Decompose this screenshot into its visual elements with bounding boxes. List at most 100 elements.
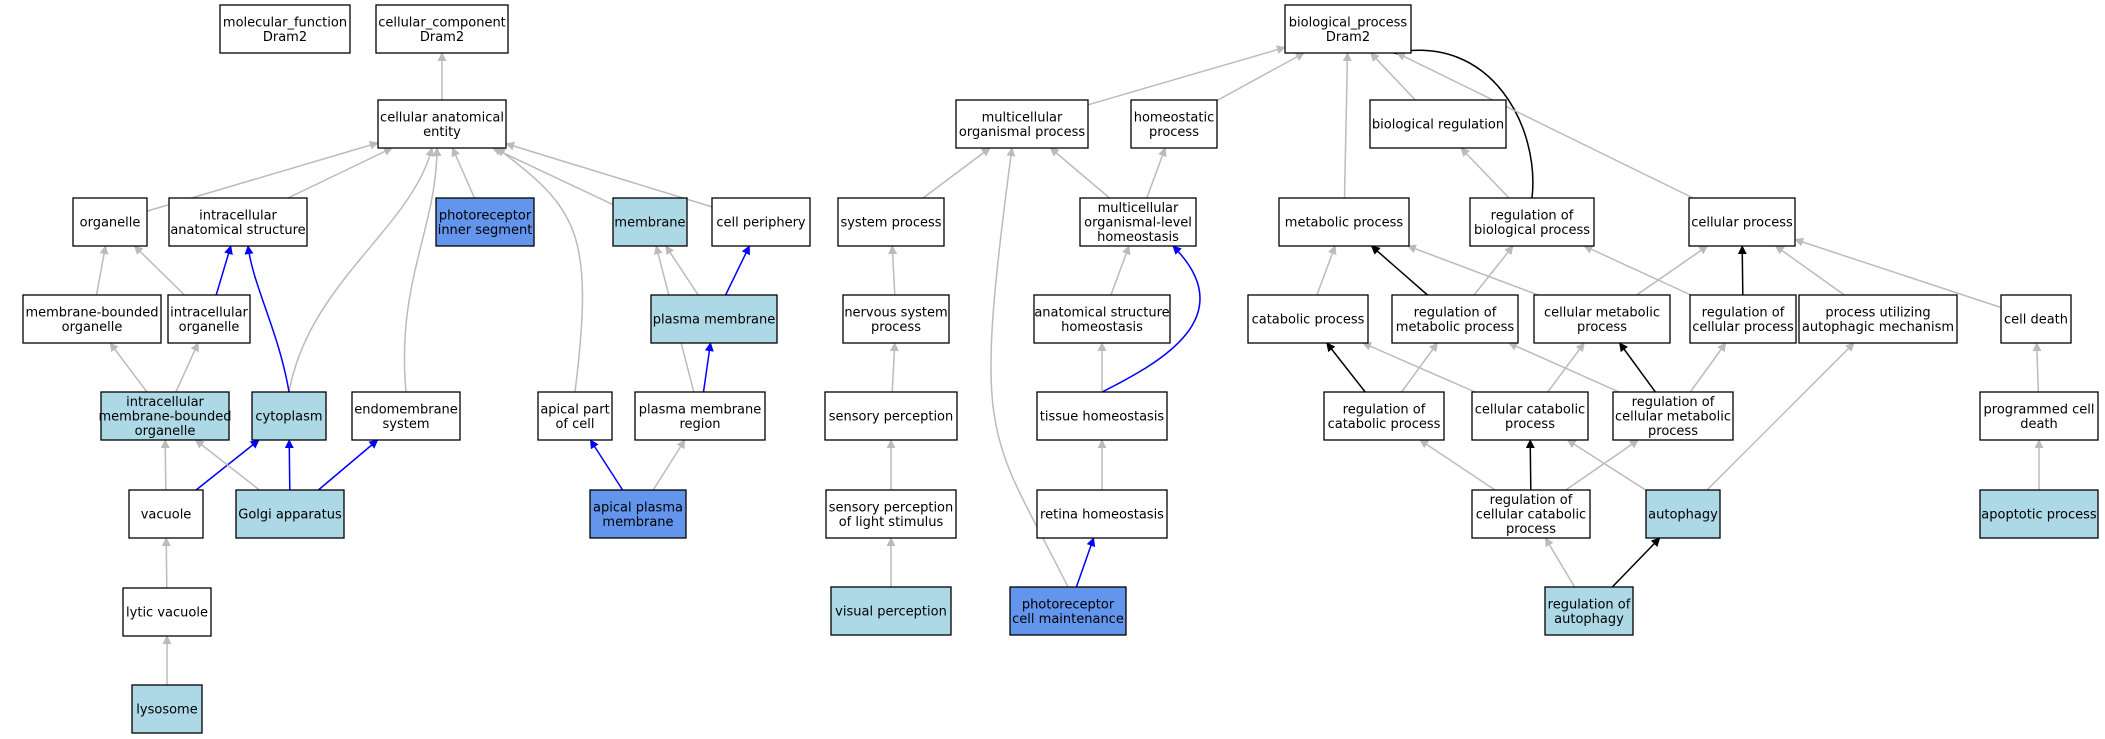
edge-endo-to-cae: [403, 147, 442, 393]
node-box: [1689, 294, 1797, 344]
edge-line: [1544, 537, 1576, 588]
node-label: photoreceptor: [1022, 597, 1115, 612]
edge-imbo-to-io: [175, 342, 199, 393]
edge-line: [1049, 147, 1111, 199]
node-box: [128, 489, 204, 539]
node-box: [1079, 197, 1197, 247]
node-label: process: [1149, 125, 1199, 140]
node-label: death: [2020, 417, 2058, 432]
node-box: [612, 197, 688, 247]
node-label: homeostasis: [1061, 320, 1143, 335]
edge-line: [1611, 537, 1661, 588]
node-label: regulation of: [1702, 305, 1785, 320]
node-label: process: [1505, 417, 1555, 432]
edge-mbo-to-organelle: [95, 245, 109, 296]
node-label: endomembrane: [354, 402, 458, 417]
node-label: tissue homeostasis: [1040, 410, 1165, 425]
node-label: biological_process: [1289, 15, 1408, 30]
node-box: [167, 294, 251, 344]
edge-line: [1547, 342, 1585, 393]
node-label: cellular catabolic: [1475, 402, 1585, 417]
node-box: [830, 586, 952, 636]
node-membrane: membrane: [612, 197, 688, 247]
node-box: [650, 294, 778, 344]
node-label: regulation of: [1414, 305, 1497, 320]
edge-line: [1508, 342, 1620, 393]
edge-golgi-to-imbo: [194, 439, 260, 491]
edge-line: [1101, 245, 1201, 393]
node-label: organelle: [179, 320, 240, 335]
node-label: cellular process: [1691, 216, 1793, 231]
node-label: process: [1506, 522, 1556, 537]
node-label: region: [679, 417, 720, 432]
edge-vacuole-to-imbo: [160, 439, 170, 491]
edge-line: [1565, 439, 1639, 491]
node-box: [1688, 197, 1796, 247]
edge-catp-to-metp: [1316, 245, 1337, 296]
node-autophagy: autophagy: [1645, 489, 1721, 539]
edge-golgi-to-cytoplasm: [284, 439, 294, 491]
node-box: [2000, 294, 2072, 344]
node-box: [837, 197, 945, 247]
node-cytoplasm: cytoplasm: [251, 391, 327, 441]
node-label: anatomical structure: [1034, 305, 1169, 320]
edge-line: [1110, 245, 1131, 296]
node-box: [1979, 391, 2099, 441]
node-label: cell death: [2004, 313, 2068, 328]
node-label: regulation of: [1491, 208, 1574, 223]
node-cellp: cellular process: [1688, 197, 1796, 247]
node-label: Dram2: [1326, 30, 1370, 45]
node-box: [1284, 4, 1412, 54]
edge-pcd-to-cdeath: [2032, 342, 2042, 393]
edge-line: [1396, 52, 1694, 199]
node-label: sensory perception: [829, 410, 954, 425]
edge-line: [888, 245, 898, 296]
node-label: organelle: [80, 216, 141, 231]
edge-lytic-to-vacuole: [161, 537, 171, 589]
edge-line: [1216, 52, 1305, 102]
edge-rcp-to-rbp: [1583, 245, 1692, 296]
node-cdeath: cell death: [2000, 294, 2072, 344]
node-box: [1247, 294, 1369, 344]
node-label: metabolic process: [1396, 320, 1515, 335]
node-label: nervous system: [844, 305, 947, 320]
node-box: [1009, 586, 1127, 636]
node-label: intracellular: [170, 305, 248, 320]
node-box: [1471, 391, 1589, 441]
node-label: membrane: [602, 515, 673, 530]
node-label: process utilizing: [1825, 305, 1930, 320]
node-label: cellular metabolic: [1544, 305, 1660, 320]
node-label: process: [1577, 320, 1627, 335]
node-label: organismal-level: [1084, 216, 1192, 231]
node-box: [1036, 391, 1168, 441]
edge-rcmp-to-rmp: [1508, 342, 1620, 393]
edge-line: [95, 245, 109, 296]
node-reth: retina homeostasis: [1036, 489, 1168, 539]
node-label: multicellular: [982, 110, 1063, 125]
edge-line: [1636, 245, 1709, 296]
edge-cmp-to-metp: [1406, 244, 1539, 296]
edge-mlh-to-mop: [1049, 147, 1111, 199]
edge-line: [161, 537, 171, 589]
node-label: autophagy: [1648, 508, 1718, 523]
node-label: membrane-bounded: [98, 410, 231, 425]
edge-apm-to-pmr: [652, 439, 686, 491]
edge-line: [724, 245, 751, 296]
edge-line: [1618, 342, 1657, 393]
node-label: membrane-bounded: [25, 305, 158, 320]
edge-puam-to-cellp: [1774, 245, 1845, 296]
node-label: intracellular: [126, 395, 204, 410]
edge-cperi-to-cae: [505, 141, 713, 208]
node-label: programmed cell: [1984, 402, 2095, 417]
node-label: homeostatic: [1134, 110, 1215, 125]
node-label: autophagic mechanism: [1802, 320, 1954, 335]
node-box: [1278, 197, 1410, 247]
node-box: [1130, 99, 1218, 149]
node-label: regulation of: [1490, 493, 1573, 508]
edge-line: [1087, 45, 1286, 106]
